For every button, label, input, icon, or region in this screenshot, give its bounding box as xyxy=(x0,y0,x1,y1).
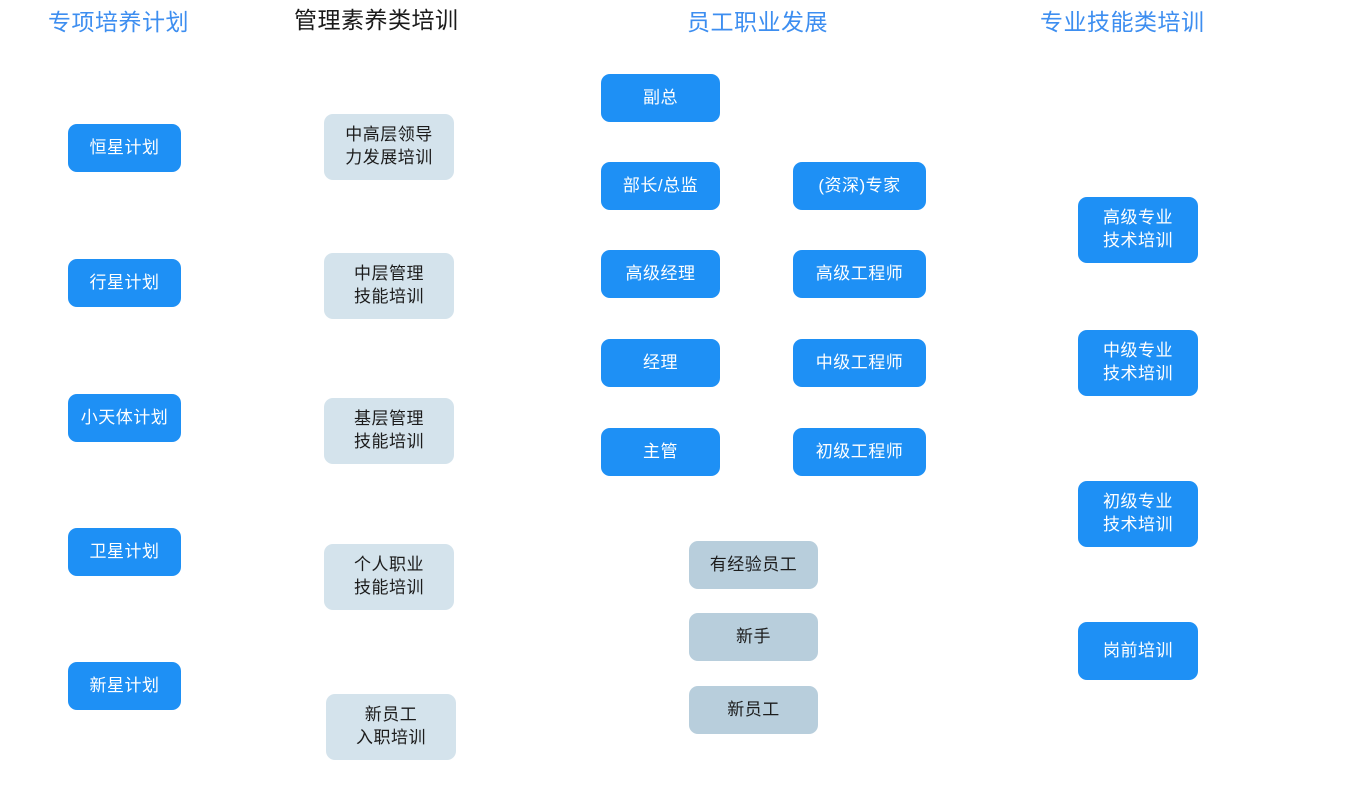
node-employee-career-development-3[interactable]: 高级经理 xyxy=(601,250,720,298)
node-employee-career-development-9[interactable]: 有经验员工 xyxy=(689,541,818,589)
node-employee-career-development-5[interactable]: 经理 xyxy=(601,339,720,387)
node-employee-career-development-7[interactable]: 主管 xyxy=(601,428,720,476)
node-professional-skill-training-1[interactable]: 中级专业 技术培训 xyxy=(1078,330,1198,396)
node-management-literacy-training-3[interactable]: 个人职业 技能培训 xyxy=(324,544,454,610)
node-special-training-plan-2[interactable]: 小天体计划 xyxy=(68,394,181,442)
node-professional-skill-training-3[interactable]: 岗前培训 xyxy=(1078,622,1198,680)
node-employee-career-development-4[interactable]: 高级工程师 xyxy=(793,250,926,298)
node-management-literacy-training-1[interactable]: 中层管理 技能培训 xyxy=(324,253,454,319)
node-special-training-plan-0[interactable]: 恒星计划 xyxy=(68,124,181,172)
node-employee-career-development-6[interactable]: 中级工程师 xyxy=(793,339,926,387)
node-professional-skill-training-2[interactable]: 初级专业 技术培训 xyxy=(1078,481,1198,547)
column-title-professional-skill-training: 专业技能类培训 xyxy=(1040,9,1205,35)
column-title-employee-career-development: 员工职业发展 xyxy=(687,9,828,35)
node-management-literacy-training-4[interactable]: 新员工 入职培训 xyxy=(326,694,456,760)
node-employee-career-development-11[interactable]: 新员工 xyxy=(689,686,818,734)
node-management-literacy-training-2[interactable]: 基层管理 技能培训 xyxy=(324,398,454,464)
node-employee-career-development-1[interactable]: 部长/总监 xyxy=(601,162,720,210)
node-employee-career-development-10[interactable]: 新手 xyxy=(689,613,818,661)
node-employee-career-development-0[interactable]: 副总 xyxy=(601,74,720,122)
node-employee-career-development-2[interactable]: (资深)专家 xyxy=(793,162,926,210)
node-special-training-plan-1[interactable]: 行星计划 xyxy=(68,259,181,307)
column-title-special-training-plan: 专项培养计划 xyxy=(48,9,189,35)
node-special-training-plan-3[interactable]: 卫星计划 xyxy=(68,528,181,576)
node-employee-career-development-8[interactable]: 初级工程师 xyxy=(793,428,926,476)
node-special-training-plan-4[interactable]: 新星计划 xyxy=(68,662,181,710)
node-professional-skill-training-0[interactable]: 高级专业 技术培训 xyxy=(1078,197,1198,263)
node-management-literacy-training-0[interactable]: 中高层领导 力发展培训 xyxy=(324,114,454,180)
column-title-management-literacy-training: 管理素养类培训 xyxy=(294,7,459,33)
